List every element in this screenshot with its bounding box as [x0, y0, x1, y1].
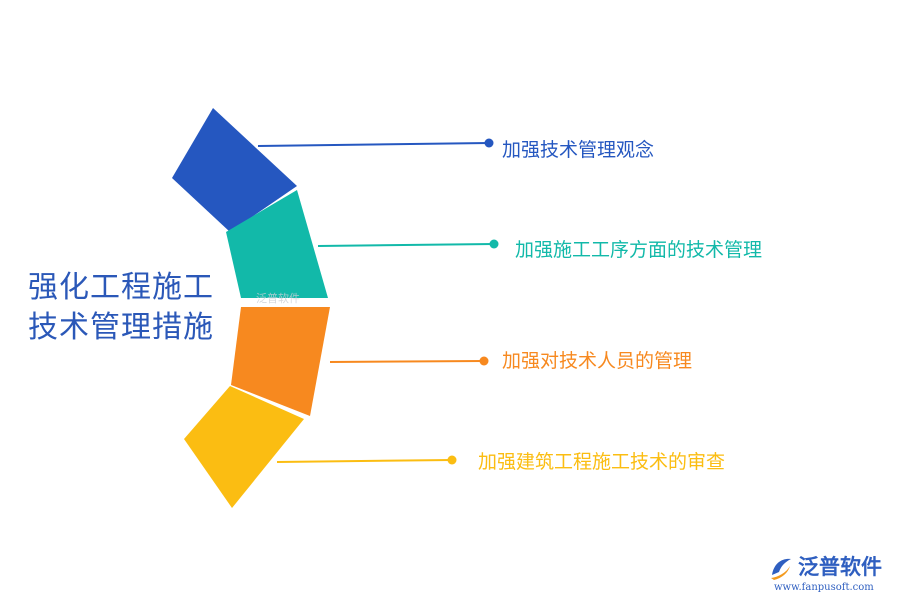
connector-dot-4: [447, 455, 457, 465]
title-line-2: 技术管理措施: [28, 310, 214, 345]
item-label-2: 加强施工工序方面的技术管理: [515, 239, 763, 261]
connector-line-3: [329, 360, 485, 363]
item-label-4: 加强建筑工程施工技术的审查: [478, 451, 726, 473]
connector-dot-2: [489, 239, 499, 249]
diagram-title: 强化工程施工 技术管理措施: [28, 268, 214, 348]
brand-logo: 泛普软件 www.fanpusoft.com: [768, 552, 892, 598]
block-4: [184, 386, 304, 508]
watermark: 泛普软件: [256, 292, 300, 305]
item-label-1: 加强技术管理观念: [502, 139, 655, 161]
connector-dot-1: [484, 138, 494, 148]
connector-dot-3: [479, 356, 489, 366]
block-1: [172, 108, 297, 232]
brand-url: www.fanpusoft.com: [774, 582, 874, 593]
connector-line-4: [276, 459, 453, 463]
title-line-1: 强化工程施工: [28, 270, 214, 305]
connector-line-2: [317, 243, 495, 247]
item-label-3: 加强对技术人员的管理: [502, 350, 693, 372]
connector-line-1: [257, 142, 490, 147]
block-3: [231, 307, 330, 416]
block-2: [226, 190, 328, 298]
fanpu-logo-icon: [771, 558, 791, 580]
brand-name: 泛普软件: [798, 555, 882, 579]
